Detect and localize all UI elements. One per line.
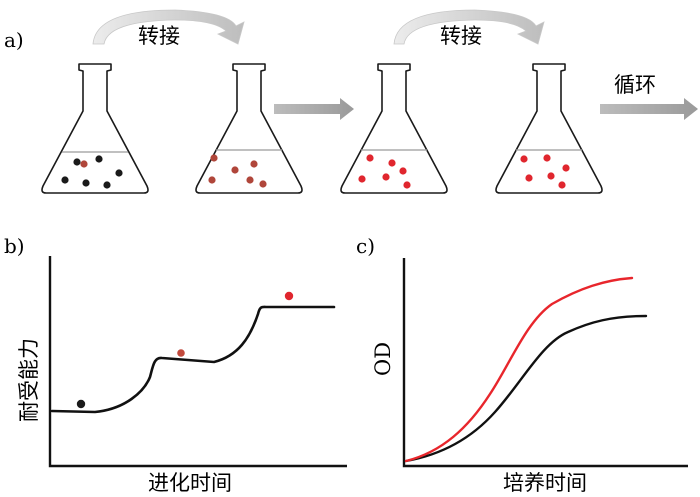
brown-cell xyxy=(250,160,258,168)
red-cell xyxy=(399,167,407,175)
panel-c-label: c) xyxy=(356,234,375,258)
red-cell xyxy=(520,155,528,163)
brown-cell xyxy=(210,154,218,162)
panel-c-axes xyxy=(402,258,688,468)
panel-b-axes xyxy=(48,256,347,468)
brown-cell xyxy=(259,180,267,188)
panel-c-xlabel: 培养时间 xyxy=(503,471,587,495)
red-cell xyxy=(562,164,570,172)
cycle-label: 循环 xyxy=(614,73,656,97)
black-growth-curve xyxy=(404,314,648,463)
panel-b-label: b) xyxy=(4,234,25,258)
red-cell-marker xyxy=(284,291,294,301)
panel-b-xlabel: 进化时间 xyxy=(148,471,232,495)
red-cell xyxy=(543,154,551,162)
panel-c: c) OD 培养时间 xyxy=(356,234,688,495)
cycle-arrow-icon xyxy=(600,98,698,120)
flask-3 xyxy=(340,63,448,194)
brown-cell-marker xyxy=(177,349,185,357)
panel-b: b) 耐受能力 进化时间 xyxy=(4,234,347,495)
red-cell xyxy=(558,181,566,189)
red-cell xyxy=(403,181,411,189)
black-cell xyxy=(73,158,81,166)
red-cell xyxy=(358,175,366,183)
red-cell xyxy=(547,172,555,180)
red-cell xyxy=(382,173,390,181)
transfer-label-2: 转接 xyxy=(440,24,482,48)
brown-cell xyxy=(231,166,239,174)
transfer-arc-1-icon xyxy=(92,9,245,45)
panel-a: a) 转接 转接 循环 xyxy=(4,9,698,194)
panel-c-ylabel: OD xyxy=(371,342,395,376)
brown-cell xyxy=(80,160,88,168)
black-cell xyxy=(82,179,90,187)
red-growth-curve xyxy=(404,276,634,463)
flask-4 xyxy=(495,63,603,194)
transfer-arc-2-icon xyxy=(393,9,545,45)
flask-2 xyxy=(195,63,303,194)
black-cell xyxy=(95,155,103,163)
panel-a-label: a) xyxy=(4,28,24,52)
tolerance-curve xyxy=(50,305,336,414)
black-cell xyxy=(61,176,69,184)
brown-cell xyxy=(208,176,216,184)
transfer-label-1: 转接 xyxy=(138,24,180,48)
black-cell xyxy=(103,181,111,189)
black-cell-marker xyxy=(76,399,86,409)
panel-b-ylabel: 耐受能力 xyxy=(17,338,41,422)
black-cell xyxy=(115,169,123,177)
flask-1 xyxy=(41,63,149,194)
red-cell xyxy=(388,159,396,167)
brown-cell xyxy=(246,176,254,184)
red-cell xyxy=(366,154,374,162)
progress-arrow-icon xyxy=(274,98,354,120)
red-cell xyxy=(525,174,533,182)
